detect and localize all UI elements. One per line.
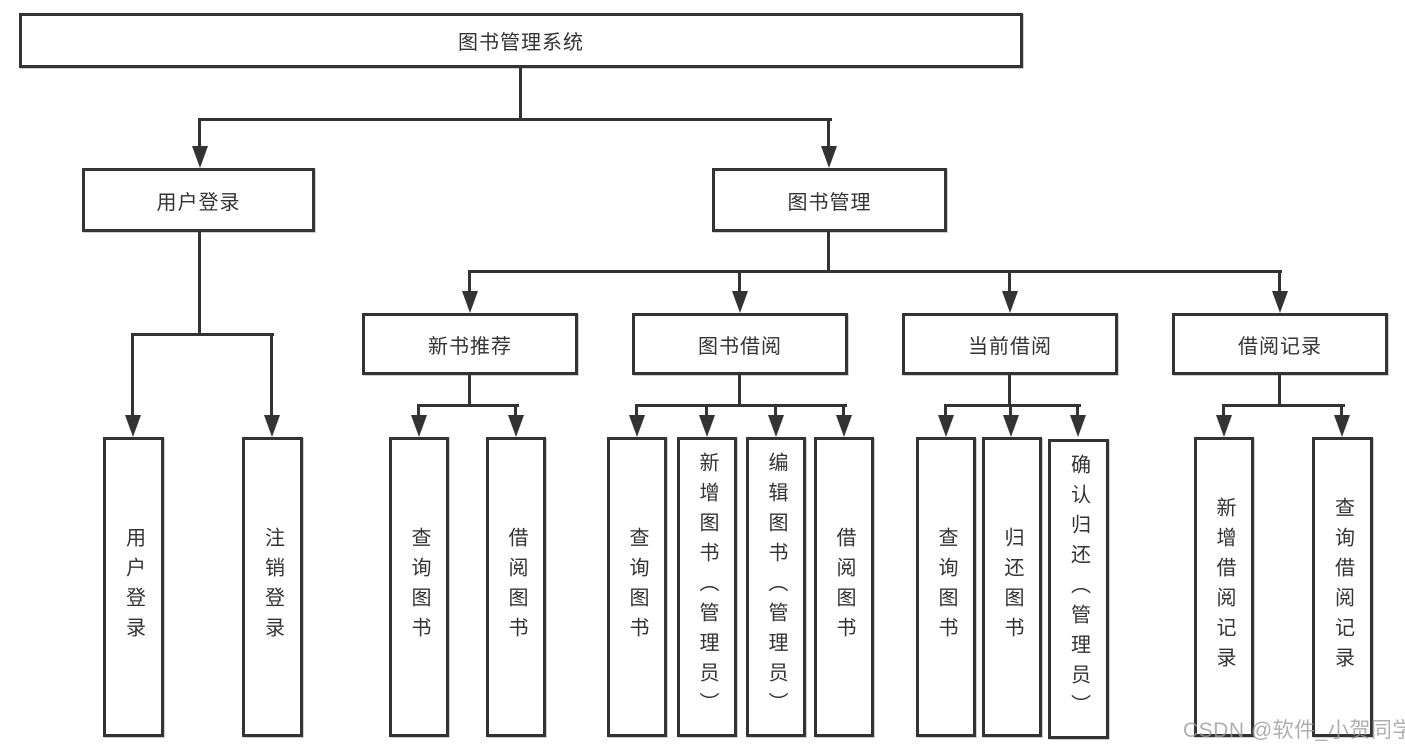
arrow-down-icon — [821, 146, 837, 168]
leaf-edit-book-admin: 编辑图书（管理员） — [746, 437, 806, 737]
leaf-query-books-borrow: 查询图书 — [607, 437, 667, 737]
arrow-down-icon — [1334, 415, 1350, 437]
connector-level2-rail — [198, 118, 832, 121]
node-current-borrow: 当前借阅 — [902, 313, 1118, 375]
connector-trunk — [519, 66, 522, 121]
connector-stem — [1278, 375, 1281, 407]
arrow-down-icon — [1003, 415, 1019, 437]
node-new-book-recommend: 新书推荐 — [362, 313, 578, 375]
leaf-query-books-recommend: 查询图书 — [389, 437, 449, 737]
connector-drop — [131, 333, 134, 419]
connector-stem — [1008, 375, 1011, 407]
connector-book-mgmt-stem — [827, 232, 830, 273]
arrow-down-icon — [462, 291, 478, 313]
node-user-login: 用户登录 — [82, 168, 315, 232]
connector-rail — [944, 404, 1081, 407]
leaf-query-borrow-record: 查询借阅记录 — [1312, 437, 1373, 737]
node-book-management: 图书管理 — [712, 168, 947, 232]
node-library-system: 图书管理系统 — [19, 13, 1023, 68]
connector-drop — [1076, 404, 1079, 419]
node-borrow-records: 借阅记录 — [1172, 313, 1388, 375]
arrow-down-icon — [768, 415, 784, 437]
leaf-user-login: 用户登录 — [103, 437, 164, 737]
connector-level3-rail — [468, 270, 1282, 273]
leaf-add-borrow-record: 新增借阅记录 — [1194, 437, 1254, 737]
leaf-borrow-books-recommend: 借阅图书 — [486, 437, 546, 737]
connector-stem — [738, 375, 741, 407]
arrow-down-icon — [264, 415, 280, 437]
connector-drop — [842, 404, 845, 419]
arrow-down-icon — [1070, 415, 1086, 437]
arrow-down-icon — [192, 146, 208, 168]
node-book-borrow: 图书借阅 — [632, 313, 848, 375]
arrow-down-icon — [699, 415, 715, 437]
leaf-query-books-current: 查询图书 — [916, 437, 976, 737]
arrow-down-icon — [1272, 291, 1288, 313]
connector-drop — [944, 404, 947, 419]
connector-drop — [1008, 270, 1011, 295]
leaf-return-books: 归还图书 — [982, 437, 1042, 737]
connector-stem — [468, 375, 471, 407]
arrow-down-icon — [1002, 291, 1018, 313]
connector-user-login-stem — [198, 232, 201, 336]
leaf-borrow-books-borrow: 借阅图书 — [814, 437, 874, 737]
leaf-logout: 注销登录 — [242, 437, 303, 737]
connector-drop — [1009, 404, 1012, 419]
connector-rail — [1222, 404, 1345, 407]
csdn-watermark: CSDN @软件_小贺同学 — [1183, 719, 1405, 742]
leaf-confirm-return-admin: 确认归还（管理员） — [1048, 439, 1109, 739]
connector-drop — [1278, 270, 1281, 295]
arrow-down-icon — [508, 415, 524, 437]
connector-drop — [270, 333, 273, 419]
connector-drop — [514, 404, 517, 419]
arrow-down-icon — [125, 415, 141, 437]
connector-user-login-rail — [131, 333, 274, 336]
connector-drop — [468, 270, 471, 295]
arrow-down-icon — [629, 415, 645, 437]
connector-drop — [198, 118, 201, 150]
connector-drop — [417, 404, 420, 419]
connector-drop — [827, 118, 830, 150]
connector-rail — [417, 404, 519, 407]
connector-drop — [738, 270, 741, 295]
leaf-add-book-admin: 新增图书（管理员） — [677, 437, 737, 737]
connector-rail — [635, 404, 847, 407]
arrow-down-icon — [411, 415, 427, 437]
arrow-down-icon — [1216, 415, 1232, 437]
arrow-down-icon — [938, 415, 954, 437]
connector-drop — [705, 404, 708, 419]
connector-drop — [1340, 404, 1343, 419]
connector-drop — [1222, 404, 1225, 419]
arrow-down-icon — [836, 415, 852, 437]
connector-drop — [774, 404, 777, 419]
arrow-down-icon — [732, 291, 748, 313]
connector-drop — [635, 404, 638, 419]
